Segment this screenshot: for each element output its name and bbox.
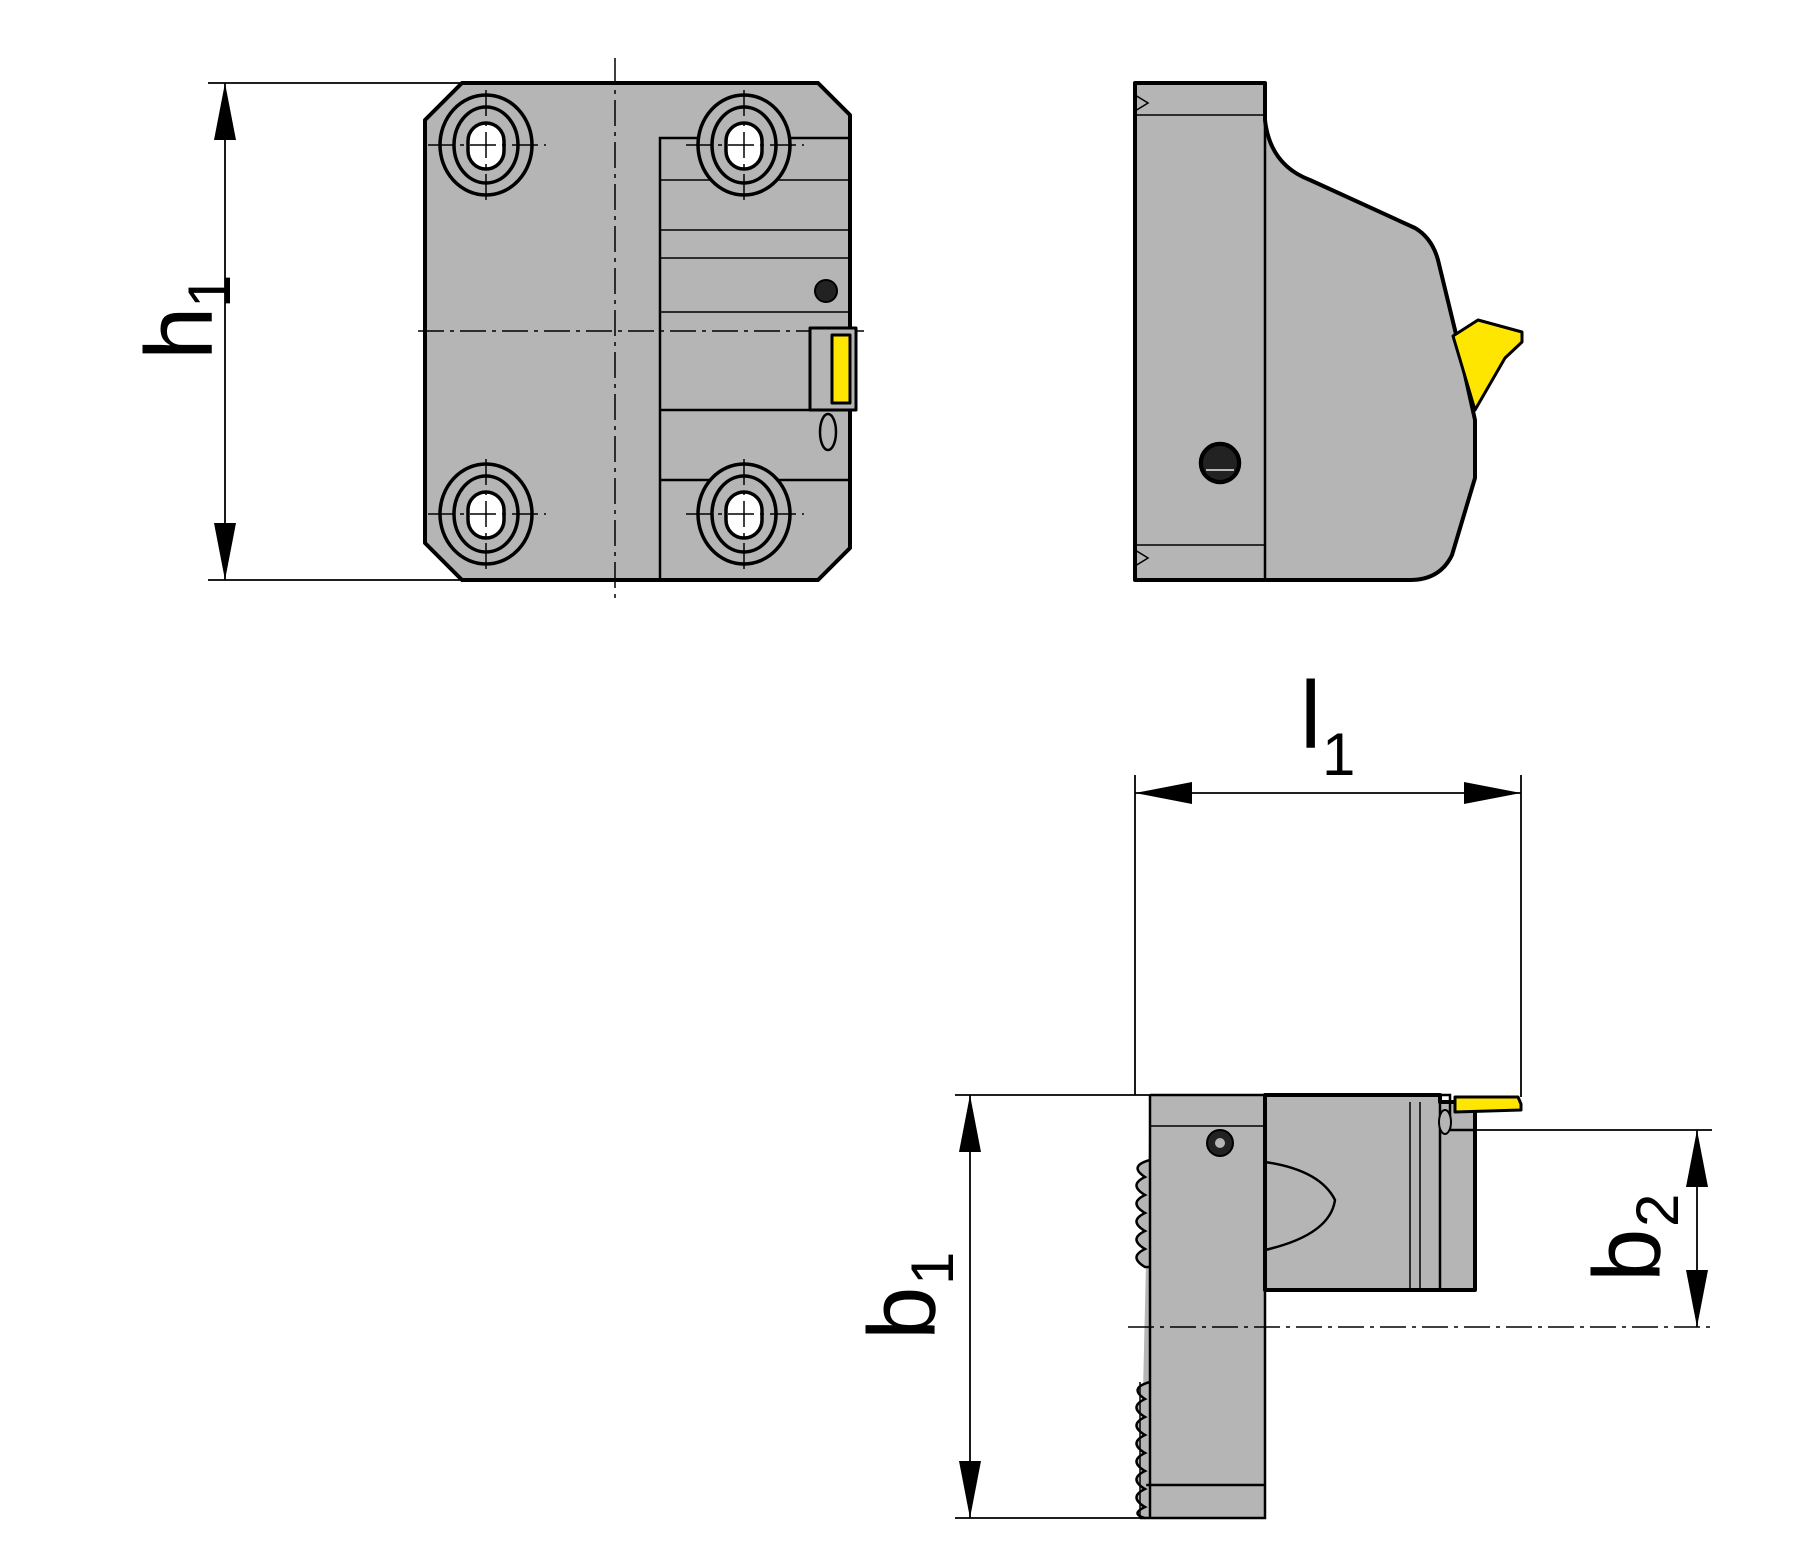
label-h1: h [126,307,233,360]
side-view-screw [1201,444,1239,482]
label-l1: l [1300,662,1321,769]
label-l1-subscript: 1 [1322,721,1355,788]
top-view-base [1140,1095,1265,1518]
top-view-insert [1453,1095,1523,1114]
dimension-b2: b 2 [1128,1129,1712,1328]
side-view [1133,81,1524,582]
dimension-b1: b 1 [849,1094,1150,1519]
dimension-h1: h 1 [126,82,462,581]
front-view-screw [814,279,838,303]
label-b2-subscript: 2 [1624,1194,1691,1227]
top-view-serration-upper [1135,1158,1151,1269]
front-view-pin [818,412,838,452]
label-b2: b [1574,1229,1681,1282]
label-b1-subscript: 1 [899,1252,966,1285]
mounting-hole-top-right [686,90,804,200]
label-b1: b [849,1287,956,1340]
side-view-insert [1451,318,1524,412]
label-h1-subscript: 1 [176,275,243,308]
mounting-hole-bottom-right [686,459,804,569]
side-view-body [1133,81,1477,582]
top-view [1135,1093,1523,1520]
front-view-insert [830,333,852,405]
mounting-hole-top-left [428,90,546,200]
dimension-l1: l 1 [1134,662,1522,1097]
front-view [418,58,870,598]
mounting-hole-bottom-left [428,459,546,569]
